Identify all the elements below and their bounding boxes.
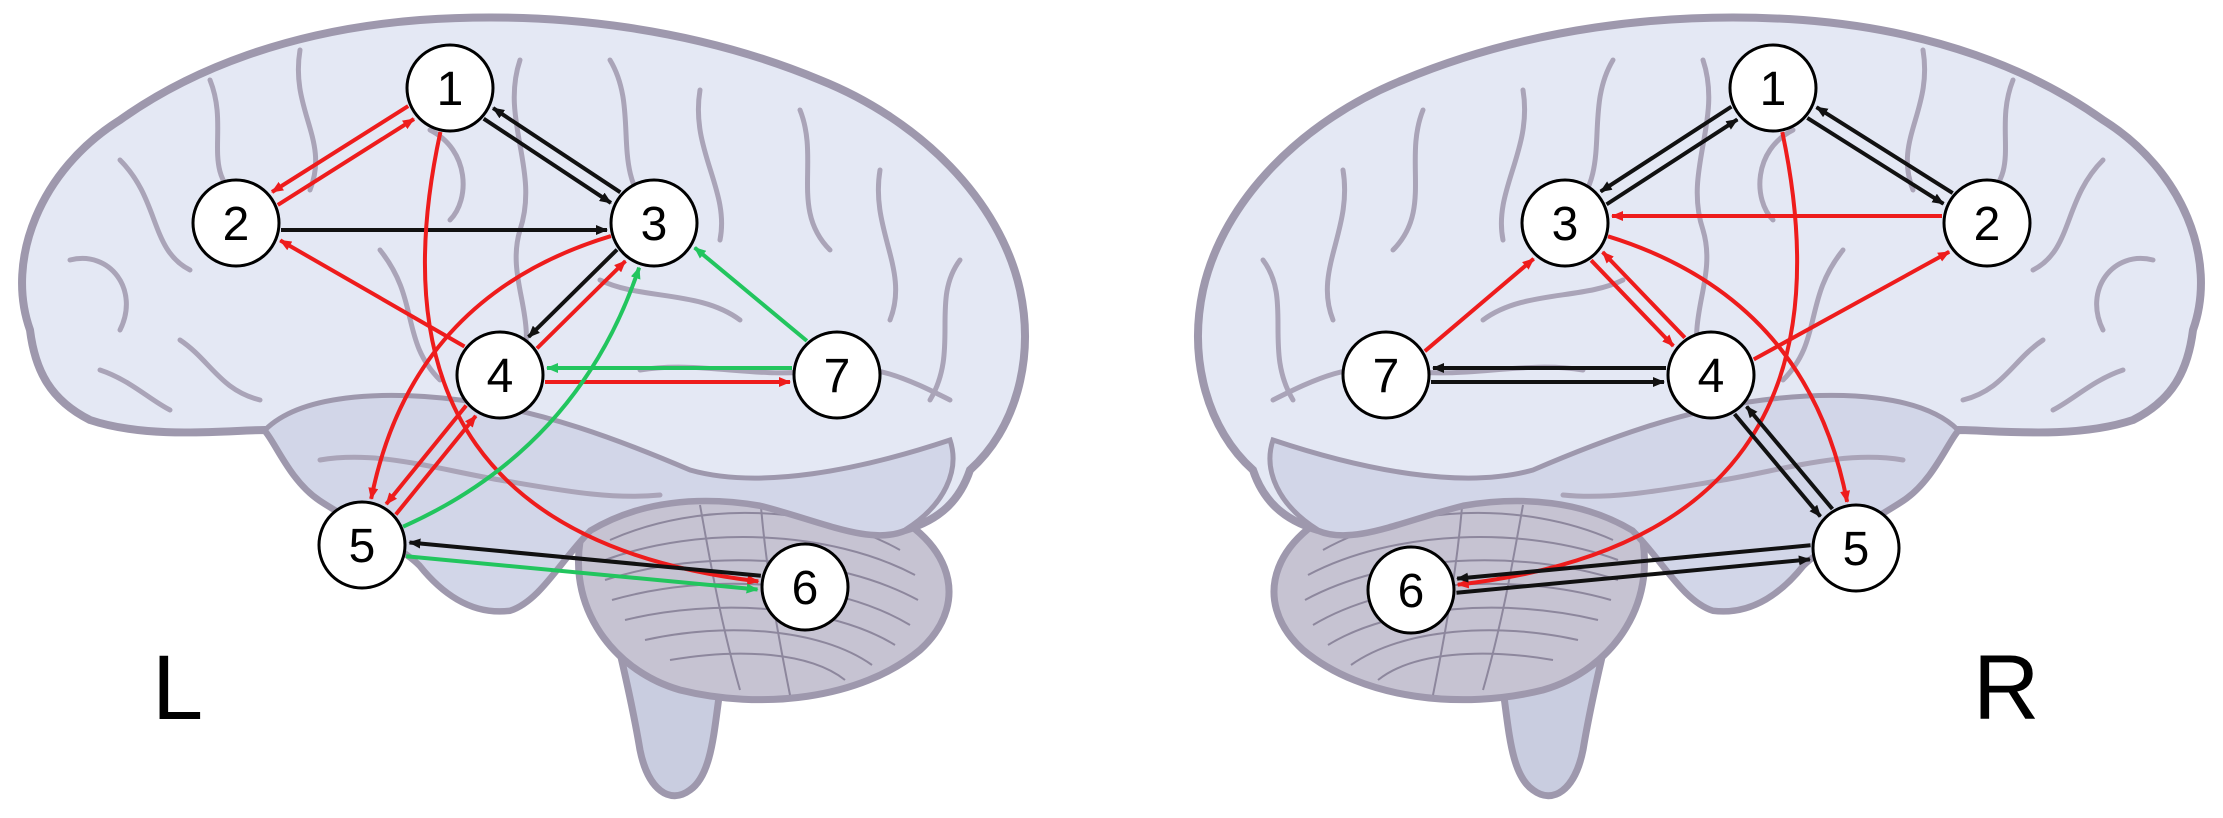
left-edge-3-to-4	[527, 248, 619, 339]
left-node-3: 3	[609, 178, 699, 268]
left-node-6-label: 6	[792, 562, 819, 615]
right-node-3: 3	[1520, 178, 1610, 268]
right-node-4: 4	[1666, 330, 1756, 420]
right-node-5-label: 5	[1843, 523, 1870, 576]
right-node-7-label: 7	[1373, 350, 1400, 403]
left-node-2: 2	[191, 178, 281, 268]
right-node-5: 5	[1811, 503, 1901, 593]
right-edge-1-to-3	[1599, 104, 1733, 194]
right-node-7: 7	[1341, 330, 1431, 420]
left-node-5-circle	[317, 500, 407, 590]
left-edge-4-to-3	[535, 259, 627, 350]
left-node-3-circle	[609, 178, 699, 268]
left-edge-6-to-5	[408, 538, 762, 578]
left-node-5-label: 5	[349, 520, 376, 573]
left-node-7-circle	[792, 330, 882, 420]
right-node-1-label: 1	[1760, 63, 1787, 116]
left-node-1-circle	[405, 43, 495, 133]
right-node-6-circle	[1366, 545, 1456, 635]
right-node-3-circle	[1520, 178, 1610, 268]
right-node-2: 2	[1942, 178, 2032, 268]
right-node-6-label: 6	[1398, 565, 1425, 618]
right-edge-3-to-1	[1605, 117, 1739, 207]
right-edges	[1423, 104, 1954, 595]
right-edge-3-to-4	[1589, 258, 1675, 348]
right-edge-5-to-6	[1456, 543, 1811, 583]
right-nodes: 1 2 3 4 5 6 7	[1341, 43, 2032, 635]
right-edge-2-to-1	[1815, 105, 1954, 195]
left-edge-4-to-2	[279, 238, 466, 349]
left-node-2-circle	[191, 178, 281, 268]
left-edge-5-to-4	[394, 414, 478, 516]
right-edge-6-to-5	[1456, 555, 1811, 595]
right-brain-illustration	[1194, 13, 2205, 800]
left-nodes: 1 2 3 4 5 6 7	[191, 43, 882, 632]
left-node-6-circle	[760, 542, 850, 632]
right-node-2-circle	[1942, 178, 2032, 268]
right-node-3-label: 3	[1552, 198, 1579, 251]
left-edge-1-to-6	[422, 131, 760, 586]
left-edge-3-to-1	[491, 106, 622, 194]
left-edge-1-to-3	[482, 117, 613, 205]
right-node-1-circle	[1728, 43, 1818, 133]
left-node-3-label: 3	[641, 198, 668, 251]
right-edge-5-to-4	[1745, 405, 1834, 511]
right-edge-4-to-5	[1733, 412, 1822, 518]
left-node-4: 4	[455, 330, 545, 420]
right-edge-1-to-6	[1456, 131, 1800, 589]
left-node-4-label: 4	[487, 350, 514, 403]
left-edge-5-to-3	[402, 266, 642, 529]
left-node-2-label: 2	[223, 198, 250, 251]
left-edge-5-to-6	[405, 554, 759, 594]
right-edge-4-to-2	[1752, 250, 1951, 362]
right-node-2-label: 2	[1974, 198, 2001, 251]
right-edge-3-to-5	[1607, 234, 1850, 503]
right-edge-4-to-3	[1601, 250, 1687, 340]
right-node-7-circle	[1341, 330, 1431, 420]
left-node-4-circle	[455, 330, 545, 420]
right-node-5-circle	[1811, 503, 1901, 593]
left-node-1-label: 1	[437, 63, 464, 116]
left-node-5: 5	[317, 500, 407, 590]
right-edge-1-to-2	[1806, 116, 1945, 206]
hemisphere-label-left: L	[152, 637, 204, 739]
left-edge-2-to-1	[276, 117, 416, 207]
right-edge-7-to-3	[1423, 257, 1535, 353]
left-edge-4-to-5	[384, 404, 468, 506]
left-edge-1-to-2	[270, 104, 410, 194]
hemisphere-label-right: R	[1973, 637, 2040, 739]
right-node-4-label: 4	[1698, 350, 1725, 403]
left-node-7-label: 7	[824, 350, 851, 403]
left-edges	[270, 104, 809, 594]
right-sulci	[1260, 47, 2156, 499]
left-node-1: 1	[405, 43, 495, 133]
right-node-6: 6	[1366, 545, 1456, 635]
left-temporal-lobe	[261, 392, 956, 614]
right-node-1: 1	[1728, 43, 1818, 133]
left-edge-3-to-5	[368, 234, 612, 500]
left-node-7: 7	[792, 330, 882, 420]
left-edge-7-to-3	[693, 246, 809, 343]
right-node-4-circle	[1666, 330, 1756, 420]
left-node-6: 6	[760, 542, 850, 632]
